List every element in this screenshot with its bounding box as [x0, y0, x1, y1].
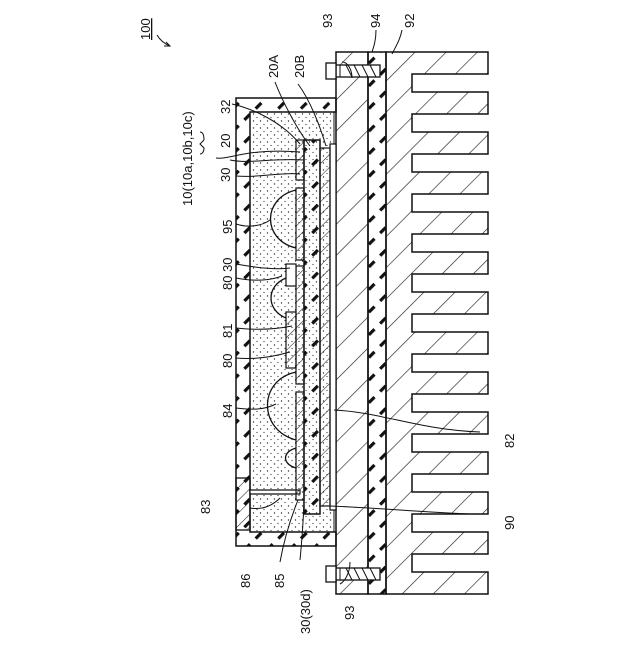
label-95: 95: [220, 220, 235, 234]
label-85: 85: [272, 574, 287, 588]
bolt-top: [326, 63, 380, 79]
label-20A: 20A: [266, 55, 281, 78]
label-80-30: 80 30: [220, 257, 235, 290]
label-81: 81: [220, 324, 235, 338]
label-83: 83: [198, 500, 213, 514]
terminal-83: [236, 478, 250, 530]
label-ref-module: 10(10a,10b,10c): [180, 111, 195, 206]
lower-conductor-20B: [320, 148, 330, 506]
label-80: 80: [220, 354, 235, 368]
label-90: 90: [502, 516, 517, 530]
base-plate-90: [336, 52, 368, 594]
label-92: 92: [402, 14, 417, 28]
terminal-83-lead: [250, 490, 300, 494]
insulation-layer-94: [368, 52, 386, 594]
label-20: 20: [218, 134, 233, 148]
semiconductor-chip-80a: [286, 264, 296, 286]
label-82: 82: [502, 434, 517, 448]
label-86: 86: [238, 574, 253, 588]
circuit-pattern-30c: [296, 266, 304, 384]
label-84: 84: [220, 404, 235, 418]
substrate-20: [304, 140, 320, 514]
label-30d: 30(30d): [298, 589, 313, 634]
semiconductor-chip-80b: [286, 312, 296, 368]
label-93-top: 93: [320, 14, 335, 28]
label-30-top: 30: [218, 168, 233, 182]
label-ref-100: 100: [138, 18, 153, 40]
circuit-pattern-30b: [296, 188, 304, 260]
circuit-pattern-30d: [296, 392, 304, 500]
label-20B: 20B: [292, 55, 307, 78]
bolt-bottom: [326, 566, 380, 582]
bonding-layer-82: [330, 144, 336, 510]
label-32: 32: [218, 100, 233, 114]
label-94: 94: [368, 14, 383, 28]
label-93-bottom: 93: [342, 606, 357, 620]
